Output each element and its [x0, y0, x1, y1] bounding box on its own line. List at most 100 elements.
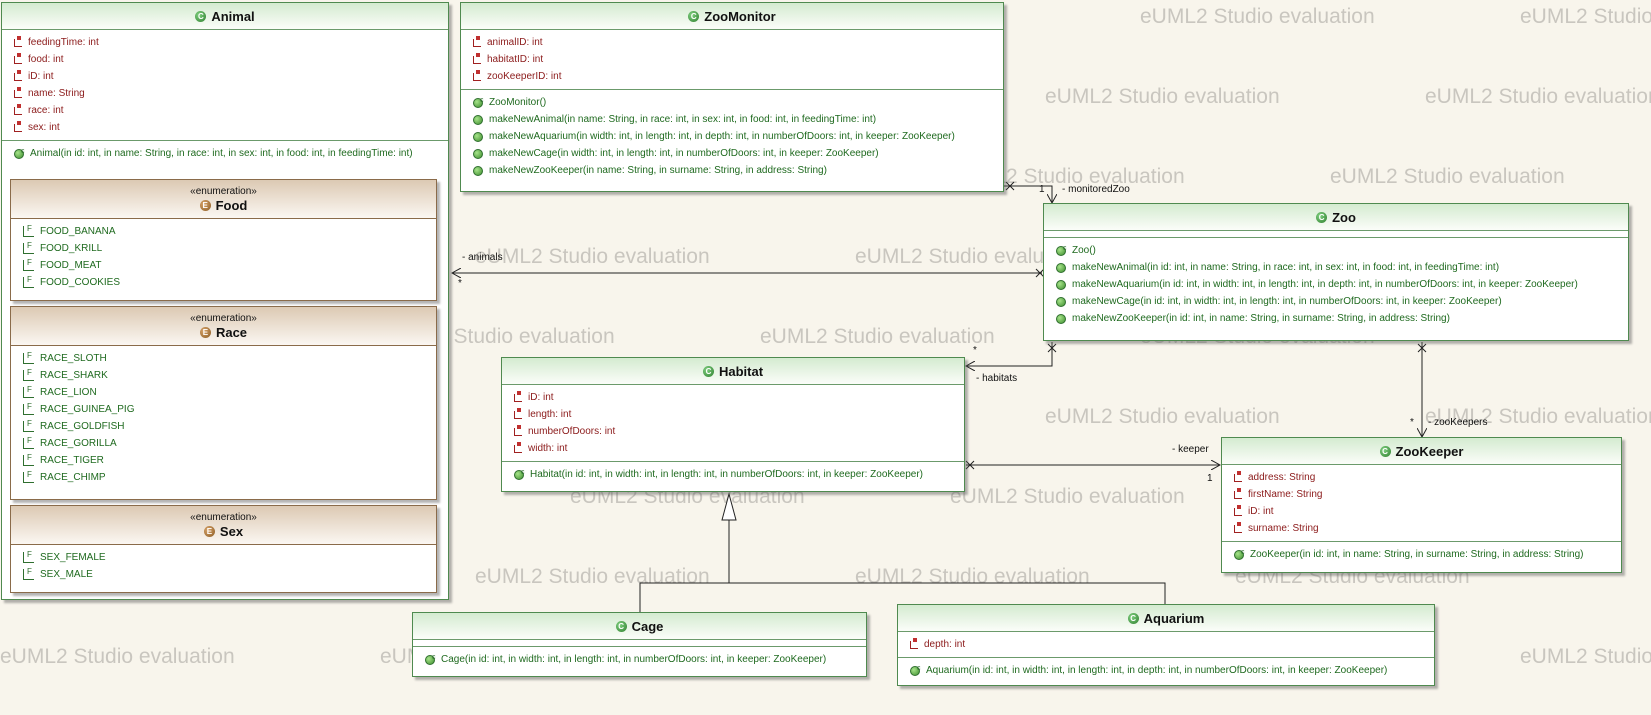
literal-text: SEX_MALE — [40, 569, 93, 580]
operations-section: Habitat(in id: int, in width: int, in le… — [502, 462, 964, 487]
literal-icon — [23, 271, 34, 288]
field-icon — [514, 441, 522, 453]
attribute-row[interactable]: surname: String — [1222, 520, 1621, 537]
watermark: eUML2 Studio evaluation — [475, 245, 710, 268]
class-aquarium[interactable]: C Aquarium depth: int Aquarium(in id: in… — [897, 604, 1435, 686]
attribute-row[interactable]: width: int — [502, 440, 964, 457]
operation-row[interactable]: makeNewAquarium(in width: int, in length… — [461, 128, 1003, 145]
field-icon — [1234, 487, 1242, 499]
literal-row[interactable]: RACE_GORILLA — [11, 432, 436, 452]
enum-name: Sex — [219, 523, 244, 539]
literal-icon — [23, 449, 34, 466]
operation-text: makeNewZooKeeper(in name: String, in sur… — [489, 165, 827, 176]
operation-text: makeNewAnimal(in id: int, in name: Strin… — [1072, 262, 1500, 273]
operation-text: Aquarium(in id: int, in width: int, in l… — [926, 665, 1388, 676]
attribute-row[interactable]: length: int — [502, 406, 964, 423]
operation-row[interactable]: Zoo() — [1044, 240, 1628, 259]
watermark: eUML2 Studio evaluation — [1330, 165, 1565, 188]
class-name: Cage — [631, 618, 664, 634]
assoc-monitored-mult: 1 — [1039, 184, 1045, 195]
attribute-row[interactable]: iD: int — [2, 68, 448, 85]
operation-text: Cage(in id: int, in width: int, in lengt… — [441, 654, 827, 665]
class-cage[interactable]: C Cage Cage(in id: int, in width: int, i… — [412, 612, 867, 677]
operation-row[interactable]: makeNewCage(in id: int, in width: int, i… — [1044, 293, 1628, 310]
attribute-row[interactable]: numberOfDoors: int — [502, 423, 964, 440]
literal-row[interactable]: RACE_LION — [11, 381, 436, 401]
literal-row[interactable]: RACE_TIGER — [11, 449, 436, 469]
literal-row[interactable]: RACE_CHIMP — [11, 466, 436, 486]
attribute-row[interactable]: name: String — [2, 85, 448, 102]
literal-row[interactable]: FOOD_BANANA — [11, 220, 436, 240]
operation-text: makeNewCage(in id: int, in width: int, i… — [1072, 296, 1502, 307]
attribute-row[interactable]: depth: int — [898, 636, 1434, 653]
literal-row[interactable]: RACE_GOLDFISH — [11, 415, 436, 435]
constructor-icon — [910, 660, 921, 677]
field-icon — [14, 103, 22, 115]
operation-row[interactable]: makeNewZooKeeper(in name: String, in sur… — [461, 162, 1003, 179]
literal-row[interactable]: FOOD_KRILL — [11, 237, 436, 257]
class-zoomonitor[interactable]: C ZooMonitor animalID: int habitatID: in… — [460, 2, 1004, 192]
literal-row[interactable]: SEX_FEMALE — [11, 546, 436, 566]
operation-row[interactable]: makeNewAnimal(in name: String, in race: … — [461, 111, 1003, 128]
watermark: eUML2 Studio evaluation — [1520, 5, 1651, 28]
enum-stereotype: «enumeration» — [190, 511, 257, 523]
literal-icon — [23, 546, 34, 563]
attributes-section: address: String firstName: String iD: in… — [1222, 465, 1621, 542]
field-icon — [514, 424, 522, 436]
attribute-text: iD: int — [528, 392, 554, 403]
operation-text: makeNewAquarium(in id: int, in width: in… — [1072, 279, 1578, 290]
operation-row[interactable]: Aquarium(in id: int, in width: int, in l… — [898, 660, 1434, 679]
literal-row[interactable]: RACE_GUINEA_PIG — [11, 398, 436, 418]
attribute-row[interactable]: address: String — [1222, 469, 1621, 486]
field-icon — [14, 120, 22, 132]
operation-row[interactable]: Habitat(in id: int, in width: int, in le… — [502, 464, 964, 483]
attribute-text: iD: int — [28, 71, 54, 82]
attribute-text: surname: String — [1248, 523, 1319, 534]
attribute-row[interactable]: habitatID: int — [461, 51, 1003, 68]
operation-row[interactable]: makeNewZooKeeper(in id: int, in name: St… — [1044, 310, 1628, 327]
class-animal[interactable]: C Animal feedingTime: int food: int iD: … — [1, 2, 449, 600]
assoc-keepers-role: - zooKeepers — [1428, 417, 1488, 428]
literal-row[interactable]: FOOD_COOKIES — [11, 271, 436, 291]
watermark: eUML2 Studio evaluation — [1520, 645, 1651, 668]
watermark: eUML2 Studio evaluation — [1045, 405, 1280, 428]
method-icon — [473, 131, 483, 142]
watermark: eUML2 Studio evaluation — [950, 165, 1185, 188]
attribute-row[interactable]: zooKeeperID: int — [461, 68, 1003, 85]
operation-row[interactable]: makeNewAnimal(in id: int, in name: Strin… — [1044, 259, 1628, 276]
class-zoo[interactable]: C Zoo Zoo() makeNewAnimal(in id: int, in… — [1043, 203, 1629, 341]
attribute-text: numberOfDoors: int — [528, 426, 616, 437]
watermark: eUML2 Studio evaluation — [760, 325, 995, 348]
attribute-row[interactable]: animalID: int — [461, 34, 1003, 51]
class-icon: C — [1379, 445, 1391, 457]
attribute-row[interactable]: iD: int — [502, 389, 964, 406]
attribute-row[interactable]: sex: int — [2, 119, 448, 136]
attribute-text: firstName: String — [1248, 489, 1323, 500]
class-habitat[interactable]: C Habitat iD: int length: int numberOfDo… — [501, 357, 965, 492]
literal-row[interactable]: RACE_SLOTH — [11, 347, 436, 367]
assoc-animals-role: - animals — [462, 252, 503, 263]
attribute-row[interactable]: food: int — [2, 51, 448, 68]
assoc-habitats-mult: * — [973, 345, 977, 356]
literal-row[interactable]: RACE_SHARK — [11, 364, 436, 384]
operation-row[interactable]: makeNewAquarium(in id: int, in width: in… — [1044, 276, 1628, 293]
attribute-row[interactable]: firstName: String — [1222, 486, 1621, 503]
watermark: eUML2 Studio evaluation — [855, 245, 1090, 268]
attribute-row[interactable]: iD: int — [1222, 503, 1621, 520]
operation-row[interactable]: makeNewCage(in width: int, in length: in… — [461, 145, 1003, 162]
operation-row[interactable]: Cage(in id: int, in width: int, in lengt… — [413, 649, 866, 668]
class-zookeeper[interactable]: C ZooKeeper address: String firstName: S… — [1221, 437, 1622, 573]
field-icon — [473, 69, 481, 81]
attribute-row[interactable]: race: int — [2, 102, 448, 119]
operation-row[interactable]: ZooKeeper(in id: int, in name: String, i… — [1222, 544, 1621, 563]
attribute-row[interactable]: feedingTime: int — [2, 34, 448, 51]
literal-row[interactable]: SEX_MALE — [11, 563, 436, 583]
operation-row[interactable]: Animal(in id: int, in name: String, in r… — [2, 143, 448, 162]
operation-row[interactable]: ZooMonitor() — [461, 92, 1003, 111]
literal-text: RACE_GUINEA_PIG — [40, 404, 135, 415]
class-header: C Cage — [413, 613, 866, 640]
literal-row[interactable]: FOOD_MEAT — [11, 254, 436, 274]
